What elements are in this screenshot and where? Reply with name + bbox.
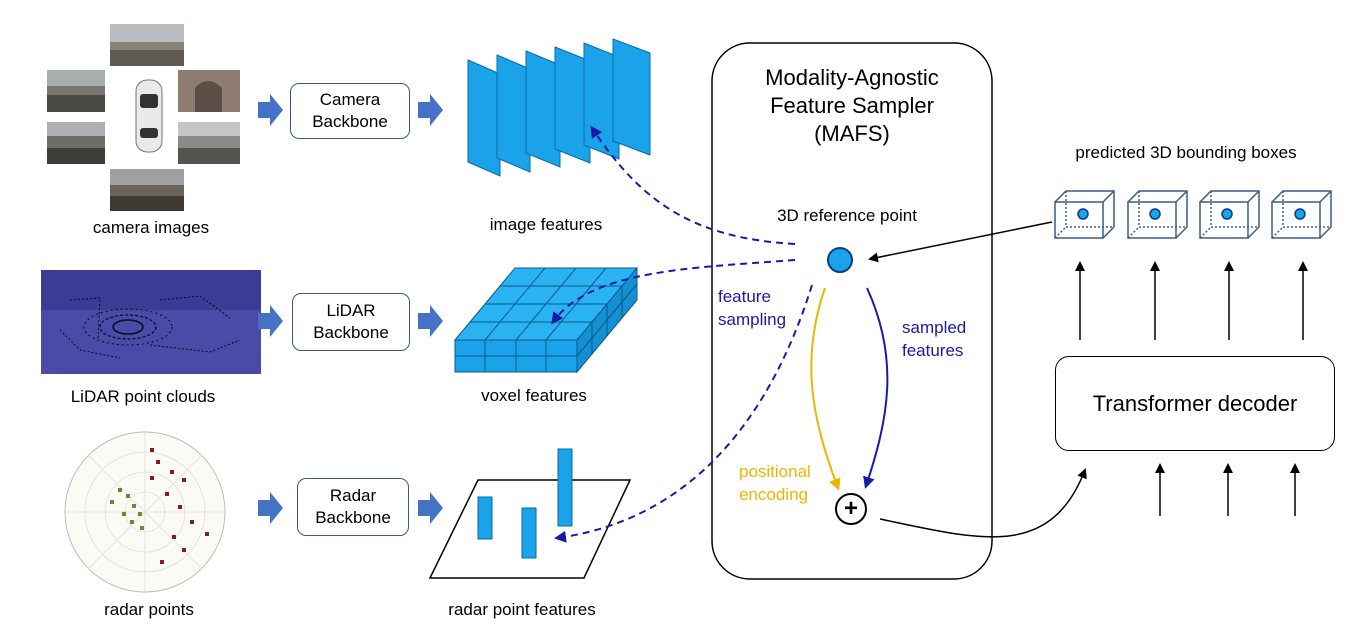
positional-encoding-arrow: [810, 287, 841, 491]
arrow-radar-to-backbone: [258, 492, 283, 524]
ego-car-icon: [135, 79, 163, 153]
sampling-arrows: [551, 125, 813, 543]
arrow-radar-backbone-to-features: [418, 492, 443, 524]
lidar-backbone-line2: Backbone: [313, 323, 389, 342]
radar-feature-bar-1: [477, 496, 493, 540]
radar-points-plot: [64, 431, 226, 593]
arrow-lidar-to-backbone: [258, 305, 283, 337]
mafs-container: [711, 42, 993, 580]
bounding-box-4: [1271, 190, 1332, 239]
positional-encoding-line1: positional: [739, 462, 811, 481]
transformer-decoder-box: Transformer decoder: [1055, 356, 1335, 451]
lidar-point-cloud: [41, 270, 261, 374]
plus-symbol: +: [843, 495, 859, 522]
camera-backbone-box: Camera Backbone: [290, 83, 410, 139]
radar-backbone-line1: Radar: [329, 486, 377, 505]
feature-sampling-line1: feature: [718, 287, 771, 306]
flow-arrows: [258, 94, 443, 524]
predicted-boxes-label: predicted 3D bounding boxes: [1075, 143, 1297, 162]
camera-images: [47, 24, 240, 211]
arrow-camera-backbone-to-features: [418, 94, 443, 126]
sampled-features-line1: sampled: [902, 318, 967, 337]
arrow-lidar-backbone-to-features: [418, 305, 443, 337]
reference-point-dot: [827, 247, 853, 273]
lidar-label: LiDAR point clouds: [70, 387, 216, 406]
sampled-features-line2: features: [902, 341, 964, 360]
radar-points-label: radar points: [104, 600, 194, 619]
image-features-stack: [467, 38, 651, 177]
plus-to-decoder-arrow: [879, 468, 1087, 538]
mafs-title-line3: (MAFS): [814, 121, 890, 146]
sampled-features-arrow: [863, 287, 889, 489]
positional-encoding-label: positional encoding: [739, 460, 811, 506]
radar-point-features-label: radar point features: [448, 600, 596, 619]
reference-point-label: 3D reference point: [777, 206, 917, 225]
camera-images-label: camera images: [92, 218, 210, 237]
sample-to-image-arrow: [590, 125, 796, 245]
radar-backbone-box: Radar Backbone: [297, 478, 409, 536]
sample-to-voxel-arrow: [551, 259, 796, 325]
mafs-title-line1: Modality-Agnostic: [765, 65, 939, 90]
radar-feature-bar-3: [557, 448, 573, 527]
plus-circle: [835, 493, 867, 525]
lidar-backbone-line1: LiDAR: [326, 301, 376, 320]
transformer-decoder-label: Transformer decoder: [1092, 390, 1298, 416]
voxel-features-grid: [453, 266, 639, 374]
mafs-title: Modality-Agnostic Feature Sampler (MAFS): [712, 64, 992, 148]
camera-backbone-line2: Backbone: [312, 112, 388, 131]
image-features-label: image features: [489, 215, 603, 234]
bounding-box-3: [1199, 190, 1260, 239]
decoder-output-arrows: [1075, 261, 1308, 340]
positional-encoding-line2: encoding: [739, 485, 809, 504]
camera-backbone-line1: Camera: [319, 90, 381, 109]
decoder-input-arrows: [1155, 463, 1300, 516]
bounding-box-2: [1127, 190, 1188, 239]
radar-backbone-line2: Backbone: [315, 508, 391, 527]
mafs-title-line2: Feature Sampler: [770, 93, 934, 118]
radar-feature-bar-2: [521, 507, 537, 559]
lidar-backbone-box: LiDAR Backbone: [292, 293, 410, 351]
voxel-features-label: voxel features: [481, 386, 587, 405]
arrow-camera-to-backbone: [258, 94, 283, 126]
feature-sampling-line2: sampling: [718, 310, 787, 329]
sampled-features-label: sampled features: [902, 316, 966, 362]
sample-to-radar-arrow: [554, 284, 813, 543]
feature-sampling-label: feature sampling: [718, 285, 786, 331]
box-to-reference-arrow: [868, 221, 1053, 263]
bounding-box-1: [1054, 190, 1115, 239]
bounding-boxes: [1054, 190, 1332, 239]
radar-point-features: [428, 448, 632, 579]
